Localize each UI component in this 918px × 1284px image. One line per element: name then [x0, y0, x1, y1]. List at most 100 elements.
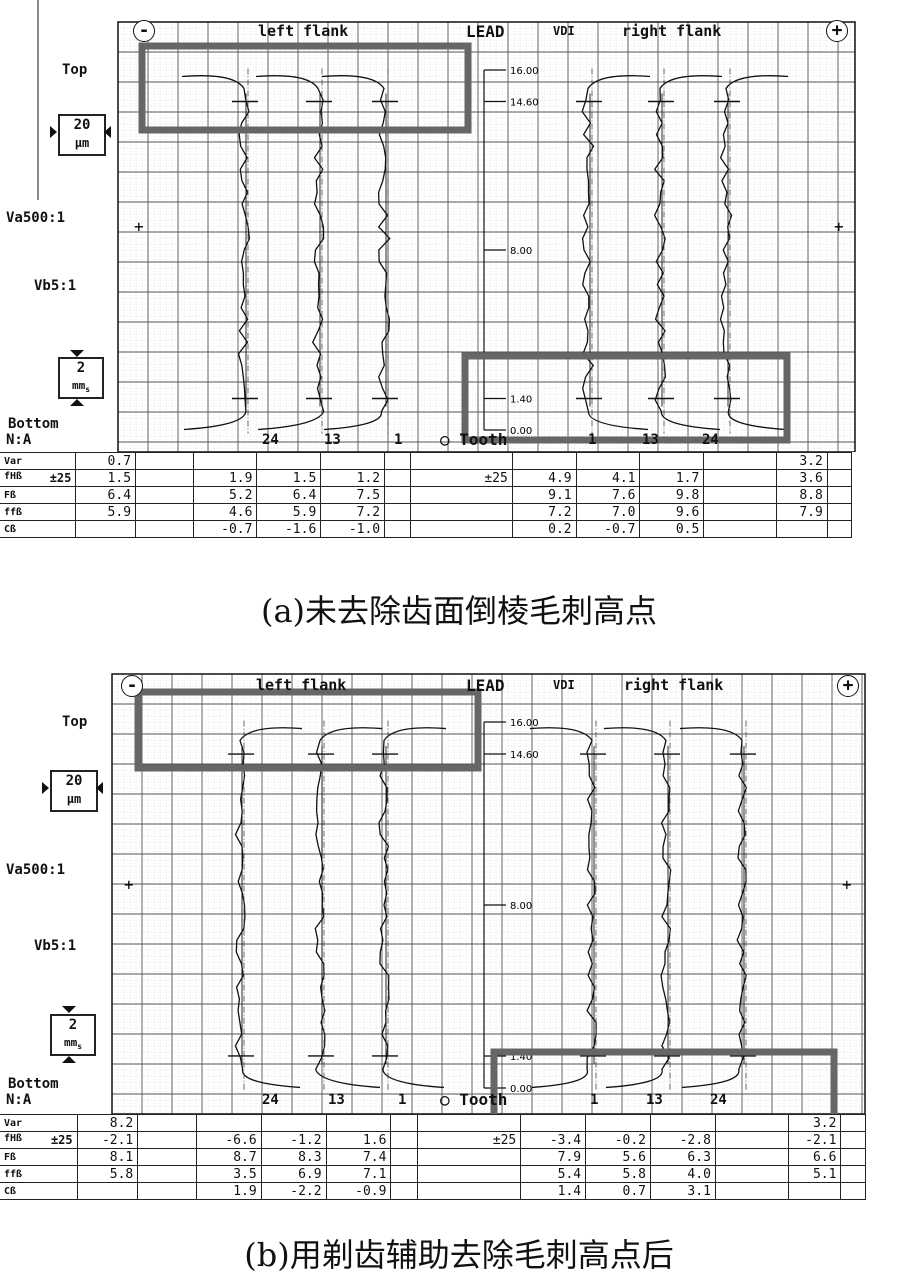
- left-value-cell: -1.2: [260, 1131, 327, 1149]
- spacer-cell: [137, 1148, 197, 1166]
- row-label: Cß: [0, 520, 77, 538]
- axis-tick-label: 14.60: [510, 750, 539, 761]
- tolerance-cell: [410, 503, 513, 521]
- left-value-cell: [260, 1114, 327, 1132]
- spacer-cell: [714, 1165, 790, 1183]
- spacer-cell: [390, 1148, 419, 1166]
- right-value-cell: 9.1: [511, 486, 577, 504]
- right-value-cell: 5.8: [585, 1165, 652, 1183]
- left-value-cell: 1.2: [320, 469, 386, 487]
- last-col-cell: 6.6: [788, 1148, 842, 1166]
- vb-label: Vb5:1: [34, 278, 77, 294]
- scale-h-unit: mm: [63, 1036, 78, 1049]
- horizontal-scale-box: 2 mms: [50, 1014, 96, 1056]
- left-value-cell: 3.5: [195, 1165, 262, 1183]
- first-col-cell: 6.4: [75, 486, 137, 504]
- highlight-box: [138, 42, 472, 134]
- spacer-cell: [826, 486, 853, 504]
- axis-tick-label: 8.00: [510, 901, 532, 912]
- row-label: Fß: [0, 486, 77, 504]
- first-col-cell: 1.5: [75, 469, 137, 487]
- right-value-cell: 9.8: [639, 486, 705, 504]
- first-col-cell: [75, 520, 137, 538]
- right-value-cell: -0.7: [575, 520, 641, 538]
- caption-b: (b)用剃齿辅助去除毛刺高点后: [244, 1236, 674, 1274]
- tolerance-cell: [417, 1148, 522, 1166]
- spacer-cell: [826, 452, 853, 470]
- right-value-cell: 1.4: [520, 1182, 587, 1200]
- row-label: Var: [0, 1114, 78, 1132]
- spacer-cell: [703, 520, 777, 538]
- left-value-cell: -0.9: [325, 1182, 392, 1200]
- spacer-cell: [135, 452, 194, 470]
- axis-tick-label: 16.00: [510, 66, 539, 77]
- right-value-cell: 7.6: [575, 486, 641, 504]
- spacer-cell: [384, 469, 412, 487]
- tooth-label-r2: 24: [702, 432, 719, 448]
- row-label: ffß: [0, 1165, 78, 1183]
- row-label: Fß: [0, 1148, 78, 1166]
- left-value-cell: [325, 1114, 392, 1132]
- tooth-label-r2: 24: [710, 1092, 727, 1108]
- tooth-word: ○ Tooth: [440, 430, 508, 449]
- last-col-cell: [775, 520, 828, 538]
- scale-v-value: 20: [65, 773, 83, 789]
- va-label: Va500:1: [6, 862, 66, 878]
- last-col-cell: 3.2: [775, 452, 828, 470]
- right-flank-trace: [581, 75, 651, 431]
- last-col-cell: 8.8: [775, 486, 828, 504]
- spacer-cell: [840, 1148, 866, 1166]
- tooth-label-l0: 24: [262, 1092, 279, 1108]
- tolerance-cell: [417, 1114, 522, 1132]
- right-flank-trace: [529, 727, 597, 1089]
- tooth-word: ○ Tooth: [440, 1090, 508, 1109]
- spacer-cell: [135, 503, 194, 521]
- right-value-cell: [639, 452, 705, 470]
- left-value-cell: 1.6: [325, 1131, 392, 1149]
- left-flank-trace: [255, 75, 325, 431]
- right-value-cell: 7.9: [520, 1148, 587, 1166]
- left-value-cell: [320, 452, 386, 470]
- left-flank-trace: [378, 727, 447, 1089]
- vertical-scale-box: 20 µm: [50, 770, 98, 812]
- left-value-cell: 1.9: [192, 469, 258, 487]
- right-value-cell: 4.0: [650, 1165, 716, 1183]
- left-value-cell: 5.9: [256, 503, 322, 521]
- spacer-cell: [703, 486, 777, 504]
- left-value-cell: 7.4: [325, 1148, 392, 1166]
- left-value-cell: 1.9: [195, 1182, 262, 1200]
- tooth-label-l0: 24: [262, 432, 279, 448]
- triangle-left-icon: [104, 126, 111, 138]
- tooth-text: Tooth: [459, 1090, 508, 1109]
- right-flank-trace: [603, 727, 672, 1089]
- scale-v-unit: µm: [66, 792, 82, 806]
- scale-v-unit: µm: [74, 136, 90, 150]
- axis-tick-label: 0.00: [510, 1084, 532, 1095]
- na-label: N:A: [6, 432, 32, 448]
- vb-label: Vb5:1: [34, 938, 77, 954]
- plus-sign: +: [826, 20, 848, 42]
- spacer-cell: [714, 1182, 790, 1200]
- spacer-cell: [135, 520, 194, 538]
- spacer-cell: [703, 469, 777, 487]
- left-flank-title: left flank: [256, 676, 347, 694]
- last-col-cell: [788, 1182, 842, 1200]
- right-flank-trace: [653, 75, 723, 431]
- first-col-cell: 8.1: [76, 1148, 139, 1166]
- vdi-label: VDI: [553, 24, 575, 38]
- tooth-label-l2: 1: [398, 1092, 407, 1108]
- first-col-cell: 8.2: [76, 1114, 139, 1132]
- top-label: Top: [62, 714, 88, 730]
- spacer-cell: [840, 1182, 866, 1200]
- left-value-cell: 4.6: [192, 503, 258, 521]
- row-label-text: fHß: [4, 471, 23, 482]
- left-value-cell: 5.2: [192, 486, 258, 504]
- tolerance-label: ±25: [50, 1133, 73, 1147]
